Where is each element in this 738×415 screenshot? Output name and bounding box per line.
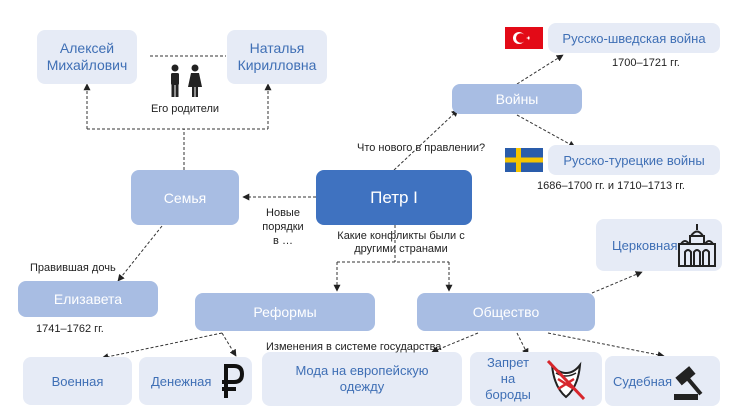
reforms-node: Реформы [195,293,375,331]
elizabeth-label: Елизавета [53,291,123,307]
church-label: Церковная [612,237,678,253]
ruble-icon [222,364,244,398]
ruling-daughter-caption: Правившая дочь [30,262,116,274]
state-changes-caption: Изменения в системе государства [266,341,442,353]
elizabeth-dates: 1741–1762 гг. [36,323,104,335]
elizabeth-node: Елизавета [18,281,158,317]
alexei-node: Алексей Михайлович [37,30,137,84]
swedish-war-label: Русско-шведская война [562,30,706,46]
parents-caption: Его родители [151,103,220,115]
natalya-node: Наталья Кирилловна [227,30,327,84]
family-node: Семья [131,170,239,225]
new-orders-caption: Новые порядки в … [262,207,304,247]
turkey-flag-icon [505,27,543,49]
gavel-icon [674,366,703,400]
judicial-node: Судебная [605,356,720,406]
military-label: Военная [51,373,104,389]
turkish-war-node: Русско-турецкие войны [548,145,720,175]
peter-node: Петр I [316,170,472,225]
natalya-label: Наталья Кирилловна [237,40,317,73]
family-label: Семья [163,189,207,206]
beards-label: Запрет на бороды [485,355,531,402]
society-label: Общество [472,304,540,320]
no-beard-icon [546,359,586,401]
church-icon [678,224,716,267]
parents-icon [171,64,202,97]
judicial-label: Судебная [613,373,673,389]
whats-new-caption: Что нового в правлении? [357,142,486,154]
sweden-flag-icon [505,148,543,172]
turkish-dates: 1686–1700 гг. и 1710–1713 гг. [537,180,685,192]
turkish-war-label: Русско-турецкие войны [563,152,705,168]
wars-node: Войны [452,84,582,114]
fashion-label: Мода на европейскую одежду [295,363,429,394]
swedish-war-node: Русско-шведская война [548,23,720,53]
monetary-label: Денежная [151,373,212,389]
alexei-label: Алексей Михайлович [46,40,128,73]
reforms-label: Реформы [253,304,317,320]
beards-node: Запрет на бороды [470,352,602,406]
peter-label: Петр I [370,187,418,207]
fashion-node: Мода на европейскую одежду [262,352,462,406]
swedish-dates: 1700–1721 гг. [612,57,680,69]
wars-label: Войны [495,91,539,107]
society-node: Общество [417,293,595,331]
conflicts-caption: Какие конфликты были с другими странами [337,230,465,255]
military-node: Военная [23,357,132,405]
